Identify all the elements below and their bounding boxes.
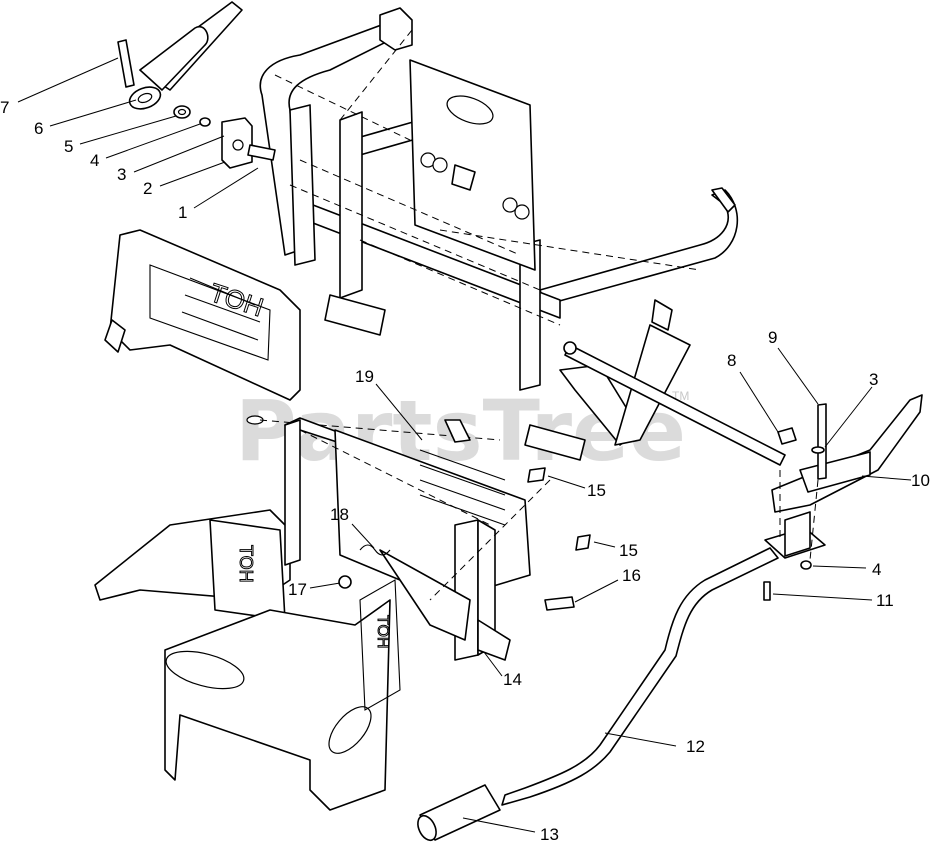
svg-text:TOH: TOH [374,615,391,648]
callout-6: 6 [34,119,43,138]
upper-frame [259,7,786,466]
callout-8: 8 [727,351,736,370]
callout-5: 5 [64,137,73,156]
callout-19: 19 [355,367,374,386]
callout-1: 1 [178,203,187,222]
callout-14: 14 [503,670,522,689]
control-lever [417,394,923,842]
seat-frame [284,417,591,661]
callout-12: 12 [686,737,705,756]
shaft-hardware [117,1,276,169]
callout-16: 16 [622,566,641,585]
callout-13: 13 [540,825,559,844]
left-bracket-upper: TOH [104,229,501,441]
callout-2: 2 [143,179,152,198]
callout-17: 17 [288,580,307,599]
callout-3: 3 [117,165,126,184]
callout-4b: 4 [872,560,881,579]
callout-11: 11 [876,591,894,610]
svg-text:TOH: TOH [236,545,256,583]
callout-7: 7 [0,98,9,117]
callout-15b: 15 [619,541,638,560]
callout-4: 4 [90,151,99,170]
callout-9: 9 [768,328,777,347]
callout-18: 18 [330,505,349,524]
left-bracket-lower: TOH TOH [94,509,401,811]
callout-10: 10 [911,471,930,490]
callout-labels: 7 6 5 4 3 2 1 8 9 3 10 19 15 15 16 18 17… [0,98,930,844]
callout-15a: 15 [587,481,606,500]
callout-3b: 3 [869,370,878,389]
leader-lines [17,57,912,833]
